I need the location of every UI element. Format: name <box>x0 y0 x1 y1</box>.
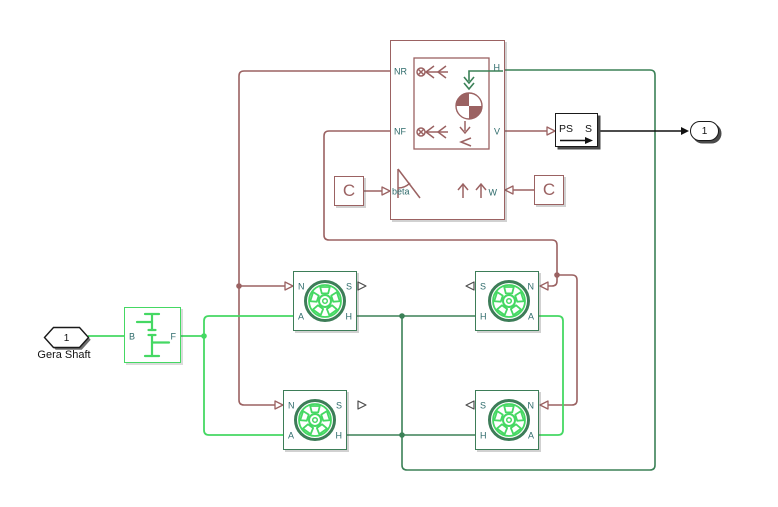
tire-front-left-block[interactable]: N S A H <box>293 271 357 331</box>
beta-angle-icon <box>397 168 421 199</box>
port-arrow-n-front-left <box>284 281 294 291</box>
gear-block[interactable]: B F <box>124 307 181 363</box>
tire-port-n-label: N <box>298 281 305 292</box>
tire-port-n-label: N <box>527 281 535 292</box>
wheel-icon <box>488 399 530 441</box>
vehicle-port-beta-label: beta <box>392 186 410 197</box>
wire-a-front-left[interactable] <box>203 315 293 336</box>
wheel-icon <box>304 280 346 322</box>
port-arrow-n-front-right <box>539 281 549 291</box>
tire-port-a-label: A <box>298 311 305 322</box>
vehicle-port-h-label: H <box>493 62 501 73</box>
tire-rear-right-block[interactable]: S N H A <box>475 390 539 450</box>
outport-block[interactable]: 1 <box>690 121 719 141</box>
tire-port-h-label: H <box>345 311 353 322</box>
wheel-icon <box>294 399 336 441</box>
vehicle-inner-frame <box>413 57 490 150</box>
constant-w-block[interactable]: C <box>534 175 564 205</box>
wire-a-rear-left[interactable] <box>203 336 283 436</box>
constant-label: C <box>542 180 556 199</box>
junction-dot <box>399 432 405 438</box>
inport-shape[interactable] <box>43 326 90 349</box>
velocity-icon <box>458 121 472 147</box>
junction-dot <box>554 272 560 278</box>
port-arrow-n-rear-left <box>274 400 284 410</box>
port-arrow-ps-input <box>546 126 556 136</box>
inport-number: 1 <box>64 333 70 344</box>
signal-arrowhead <box>681 127 689 135</box>
tire-port-h-label: H <box>480 430 487 441</box>
tire-port-a-label: A <box>527 430 534 441</box>
tire-port-s-label: S <box>335 400 342 411</box>
rear-axle-icon <box>416 65 448 79</box>
port-arrow-n-rear-right <box>539 400 549 410</box>
tire-port-n-label: N <box>288 400 295 411</box>
tire-rear-left-block[interactable]: N S A H <box>283 390 347 450</box>
wire-nf-to-right-tires[interactable] <box>323 130 558 287</box>
tire-port-a-label: A <box>527 311 534 322</box>
vehicle-port-v-label: V <box>493 126 500 137</box>
gear-port-b-label: B <box>129 331 136 342</box>
tire-port-s-label: S <box>480 281 487 292</box>
front-axle-icon <box>416 125 448 139</box>
ps-simulink-converter-block[interactable]: PS S <box>555 113 598 147</box>
tire-port-s-label: S <box>345 281 352 292</box>
port-arrow-s-front-right[interactable] <box>465 281 475 291</box>
tire-front-right-block[interactable]: S N H A <box>475 271 539 331</box>
vehicle-body-icon <box>397 57 503 199</box>
wire-h-loop[interactable] <box>401 69 656 471</box>
ps-output-label: S <box>584 123 592 135</box>
ps-input-label: PS <box>559 123 574 135</box>
wire-branch-rear-right-n[interactable] <box>548 274 578 406</box>
vehicle-port-nr-label: NR <box>394 66 407 77</box>
tire-port-h-label: H <box>335 430 343 441</box>
junction-dot <box>236 283 242 289</box>
junction-dot <box>399 313 405 319</box>
tire-port-n-label: N <box>527 400 535 411</box>
port-arrow-s-front-left[interactable] <box>357 281 367 291</box>
wheel-icon <box>488 280 530 322</box>
gear-port-f-label: F <box>170 331 177 342</box>
cg-icon <box>455 92 483 120</box>
port-arrow-s-rear-left[interactable] <box>357 400 367 410</box>
port-arrow-w-input <box>504 185 514 195</box>
h-arrow-icon <box>463 70 503 91</box>
constant-label: C <box>342 181 356 200</box>
inport-block[interactable]: 1 <box>41 323 93 351</box>
wire-a-right-side[interactable] <box>539 315 564 436</box>
vehicle-port-nf-label: NF <box>394 126 406 137</box>
tire-port-s-label: S <box>480 400 487 411</box>
outport-number: 1 <box>701 125 708 137</box>
converter-arrow-icon <box>560 137 593 144</box>
inport-caption[interactable]: Gera Shaft <box>37 349 91 361</box>
wire-nr-to-left-tires[interactable] <box>238 70 390 406</box>
up-arrows-icon <box>457 182 487 198</box>
gear-icon <box>135 312 171 358</box>
port-arrow-beta-input <box>381 186 391 196</box>
tire-port-a-label: A <box>288 430 295 441</box>
junction-dot <box>201 333 207 339</box>
tire-port-h-label: H <box>480 311 487 322</box>
vehicle-body-block[interactable]: NR NF beta H V W <box>390 40 505 220</box>
port-arrow-s-rear-right[interactable] <box>465 400 475 410</box>
constant-beta-block[interactable]: C <box>334 176 364 206</box>
vehicle-port-w-label: W <box>488 187 498 198</box>
